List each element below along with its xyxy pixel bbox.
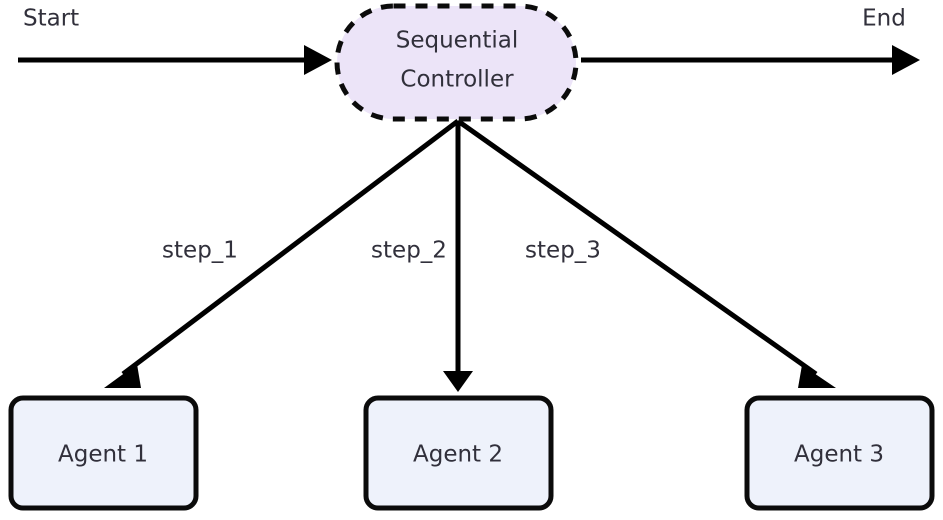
start-flow-arrow: [18, 45, 332, 75]
controller-label-line2: Controller: [400, 67, 514, 93]
controller-label-line1: Sequential: [396, 28, 519, 54]
agent-2-label: Agent 2: [413, 442, 503, 468]
start-label: Start: [23, 6, 79, 32]
end-label: End: [862, 6, 906, 32]
agent-1-label: Agent 1: [58, 442, 148, 468]
edge-label-step-1: step_1: [162, 238, 238, 264]
end-flow-arrowhead: [892, 45, 920, 75]
end-flow-arrow: [581, 45, 920, 75]
edge-step-3-line: [456, 118, 818, 377]
node-agent-1[interactable]: Agent 1: [8, 395, 199, 511]
edge-step-2: [443, 121, 473, 392]
agent-3-label: Agent 3: [794, 442, 884, 468]
node-agent-3[interactable]: Agent 3: [744, 395, 935, 511]
node-agent-2[interactable]: Agent 2: [363, 395, 554, 511]
edge-label-step-2: step_2: [371, 238, 447, 264]
node-sequential-controller[interactable]: Sequential Controller: [334, 3, 579, 122]
edge-step-3-arrowhead: [798, 365, 836, 388]
edge-label-step-3: step_3: [525, 238, 601, 264]
edge-step-1-arrowhead: [104, 364, 141, 388]
start-flow-arrowhead: [304, 45, 332, 75]
controller-shape: [334, 3, 579, 122]
edge-step-2-arrowhead: [443, 371, 473, 392]
edge-step-1: [104, 119, 460, 388]
agent-2-shape: [363, 395, 554, 511]
edge-step-1-line: [121, 119, 460, 376]
agent-3-shape: [744, 395, 935, 511]
agent-1-shape: [8, 395, 199, 511]
edge-step-3: [456, 118, 836, 388]
